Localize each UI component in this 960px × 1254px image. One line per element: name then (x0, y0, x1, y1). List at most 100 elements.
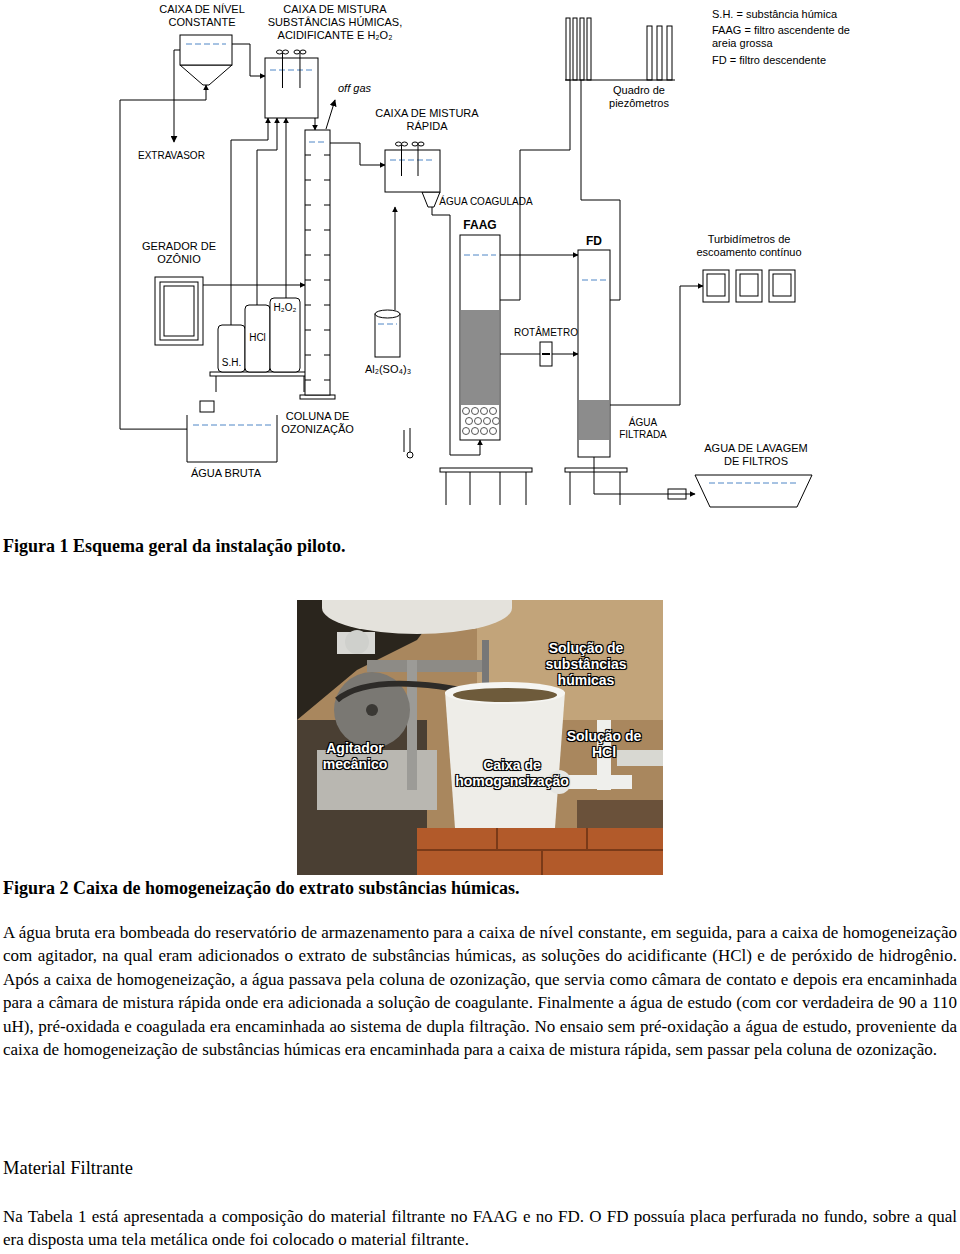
rotameter: ROTÂMETRO (540, 342, 552, 366)
column-ticks (324, 280, 330, 281)
constant-level-tank-outline (180, 35, 232, 85)
body-paragraph: A água bruta era bombeada do reservatóri… (3, 921, 957, 1061)
downflow-filter-outline (578, 250, 610, 457)
ozonation-column-outline (305, 130, 330, 395)
thermometer-symbol (404, 430, 405, 452)
water-level (378, 324, 397, 325)
shape-outline (375, 314, 400, 357)
shape-outline (773, 274, 791, 296)
pipe-connector (395, 207, 396, 310)
pump-symbol (200, 401, 214, 412)
shape-outline (160, 282, 198, 340)
faag-stand (446, 472, 447, 505)
stirrer (412, 142, 424, 176)
photo-illustration (407, 660, 417, 790)
turbidimeters-outline (703, 270, 795, 302)
stirrer (418, 142, 424, 146)
water-level (709, 483, 798, 484)
chemical-bottle: H₂O₂ (270, 298, 300, 372)
off-gas-pipe (326, 100, 335, 129)
column-ticks (324, 355, 330, 356)
thermometer-symbol (407, 452, 413, 458)
column-ticks (324, 330, 330, 331)
pipe-connector (330, 143, 385, 165)
pipe-connector (231, 118, 268, 325)
photo-illustration (541, 850, 543, 875)
column-ticks (305, 330, 311, 331)
column-ticks (324, 230, 330, 231)
shape-outline (540, 342, 552, 366)
stirrer (396, 142, 402, 146)
ozone-generator: GERADOR DE OZÔNIO (155, 277, 203, 345)
photo-illustration (345, 630, 369, 654)
filter-gravel (466, 418, 473, 425)
rapid-mix-tank-outline (385, 150, 440, 207)
board-edge (565, 80, 675, 81)
node-label: CAIXA DE NÍVEL CONSTANTE (152, 3, 252, 29)
filter-gravel (490, 408, 497, 415)
body-paragraph: Na Tabela 1 está apresentada a composiçã… (3, 1205, 957, 1252)
shape-outline (265, 58, 318, 118)
shape-outline (578, 250, 610, 457)
shape-outline (155, 277, 203, 345)
stirrer (276, 50, 282, 54)
shape-outline (375, 310, 400, 318)
flow-label: EXTRAVASOR (138, 150, 222, 162)
shape-outline (180, 35, 232, 65)
rotameter-float (542, 353, 550, 355)
node-label: H₂O₂ (270, 302, 300, 314)
shape-outline (740, 274, 758, 296)
node-label: CAIXA DE MISTURA SUBSTÂNCIAS HÚMICAS, AC… (262, 3, 408, 42)
column-ticks (305, 255, 311, 256)
node-label: S.H. (218, 357, 245, 369)
raw-water-tank: ÁGUA BRUTA (187, 415, 277, 462)
node-label: Turbidímetros de escoamento contínuo (686, 233, 812, 259)
filter-gravel (475, 418, 482, 425)
node-label: GERADOR DE OZÔNIO (130, 240, 228, 266)
water-level (193, 425, 271, 426)
off-gas-pipe (326, 100, 335, 129)
column-ticks (324, 180, 330, 181)
chemical-stand (210, 372, 310, 376)
pipe-connector (610, 286, 703, 405)
upflow-filter: FAAG (460, 235, 500, 440)
column-ticks (324, 255, 330, 256)
filter-gravel (472, 408, 479, 415)
legend-note: S.H. = substância húmica (712, 8, 952, 21)
column-ticks (305, 230, 311, 231)
shape-outline (587, 18, 591, 80)
water-level (390, 160, 435, 161)
faag-stand (440, 468, 532, 472)
stirrer (294, 50, 300, 54)
column-ticks (305, 355, 311, 356)
node-label: ÁGUA BRUTA (185, 467, 267, 480)
fd-stand (620, 472, 621, 505)
raw-water-tank-outline (187, 415, 277, 462)
pipe-connector (594, 457, 695, 494)
column-ticks (324, 155, 330, 156)
node-label: HCl (245, 332, 270, 344)
water-level (582, 280, 606, 281)
constant-level-tank: CAIXA DE NÍVEL CONSTANTE (180, 35, 232, 85)
shape-outline (703, 270, 729, 302)
photo-illustration (496, 828, 498, 850)
photo-illustration (367, 660, 487, 672)
chemical-bottle: HCl (245, 305, 270, 372)
wash-water-basin: AGUA DE LAVAGEM DE FILTROS (695, 475, 812, 507)
flow-label: ÁGUA COAGULADA (430, 196, 542, 208)
thermometer-symbol (410, 428, 411, 452)
filter-gravel (472, 428, 479, 435)
ozone-generator-outline (155, 277, 203, 345)
filter-gravel (481, 428, 488, 435)
photo-illustration (366, 704, 378, 716)
faag-stand (440, 468, 532, 505)
shape-outline (580, 18, 584, 80)
stirrer (282, 50, 288, 54)
shape-outline (460, 235, 500, 440)
node-label: FAAG (450, 218, 510, 232)
figure-caption: Figura 1 Esquema geral da instalação pil… (3, 535, 953, 557)
overflow-pipe (174, 50, 180, 142)
filter-gravel (493, 418, 500, 425)
photo-illustration (297, 600, 663, 875)
photo-illustration (453, 688, 557, 702)
